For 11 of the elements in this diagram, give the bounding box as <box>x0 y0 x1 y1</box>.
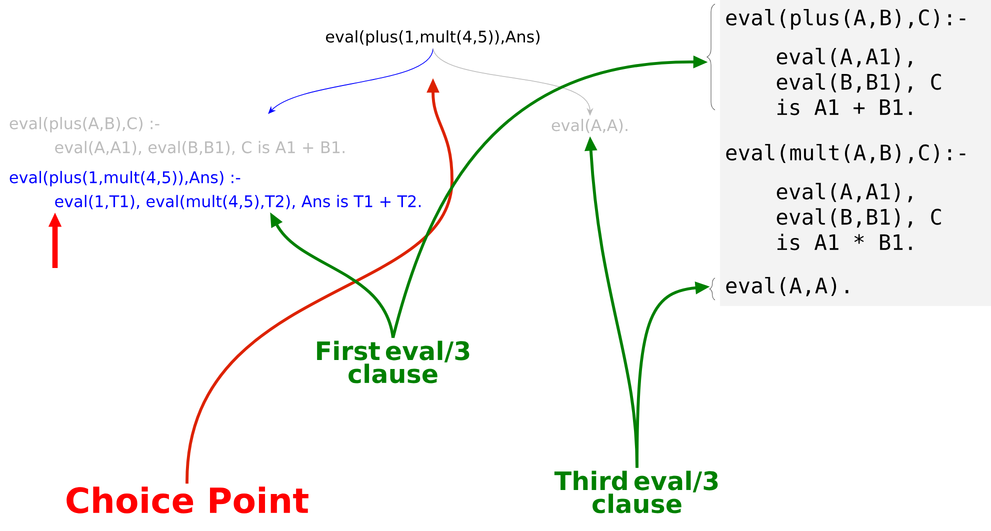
clause-text: eval(plus(A,B),C) :- eval(A,A1), eval(B,B1), C is A1 + B1. <box>10 116 344 156</box>
code-clause: eval(mult(A,B),C):- eval(A,A1), eval(B,B1), C is A1 * B1. <box>726 144 966 250</box>
code-clause: eval(plus(A,B),C):- eval(A,A1), eval(B,B1), C is A1 + B1. <box>726 8 966 116</box>
fact-text: eval(A,A). <box>552 118 628 134</box>
code-clause: eval(A,A). <box>726 276 848 296</box>
annotation-label: Choice Point <box>66 486 308 514</box>
annotation-label: First eval/3 clause <box>317 340 470 384</box>
query-text: eval(plus(1,mult(4,5)),Ans) <box>326 30 540 46</box>
arrow <box>268 48 434 114</box>
resolvent-text: eval(plus(1,mult(4,5)),Ans) :- eval(1,T1), eval(mult(4,5),T2), Ans is T1 + T2. <box>10 170 421 210</box>
annotation-label: Third eval/3 clause <box>554 470 718 514</box>
